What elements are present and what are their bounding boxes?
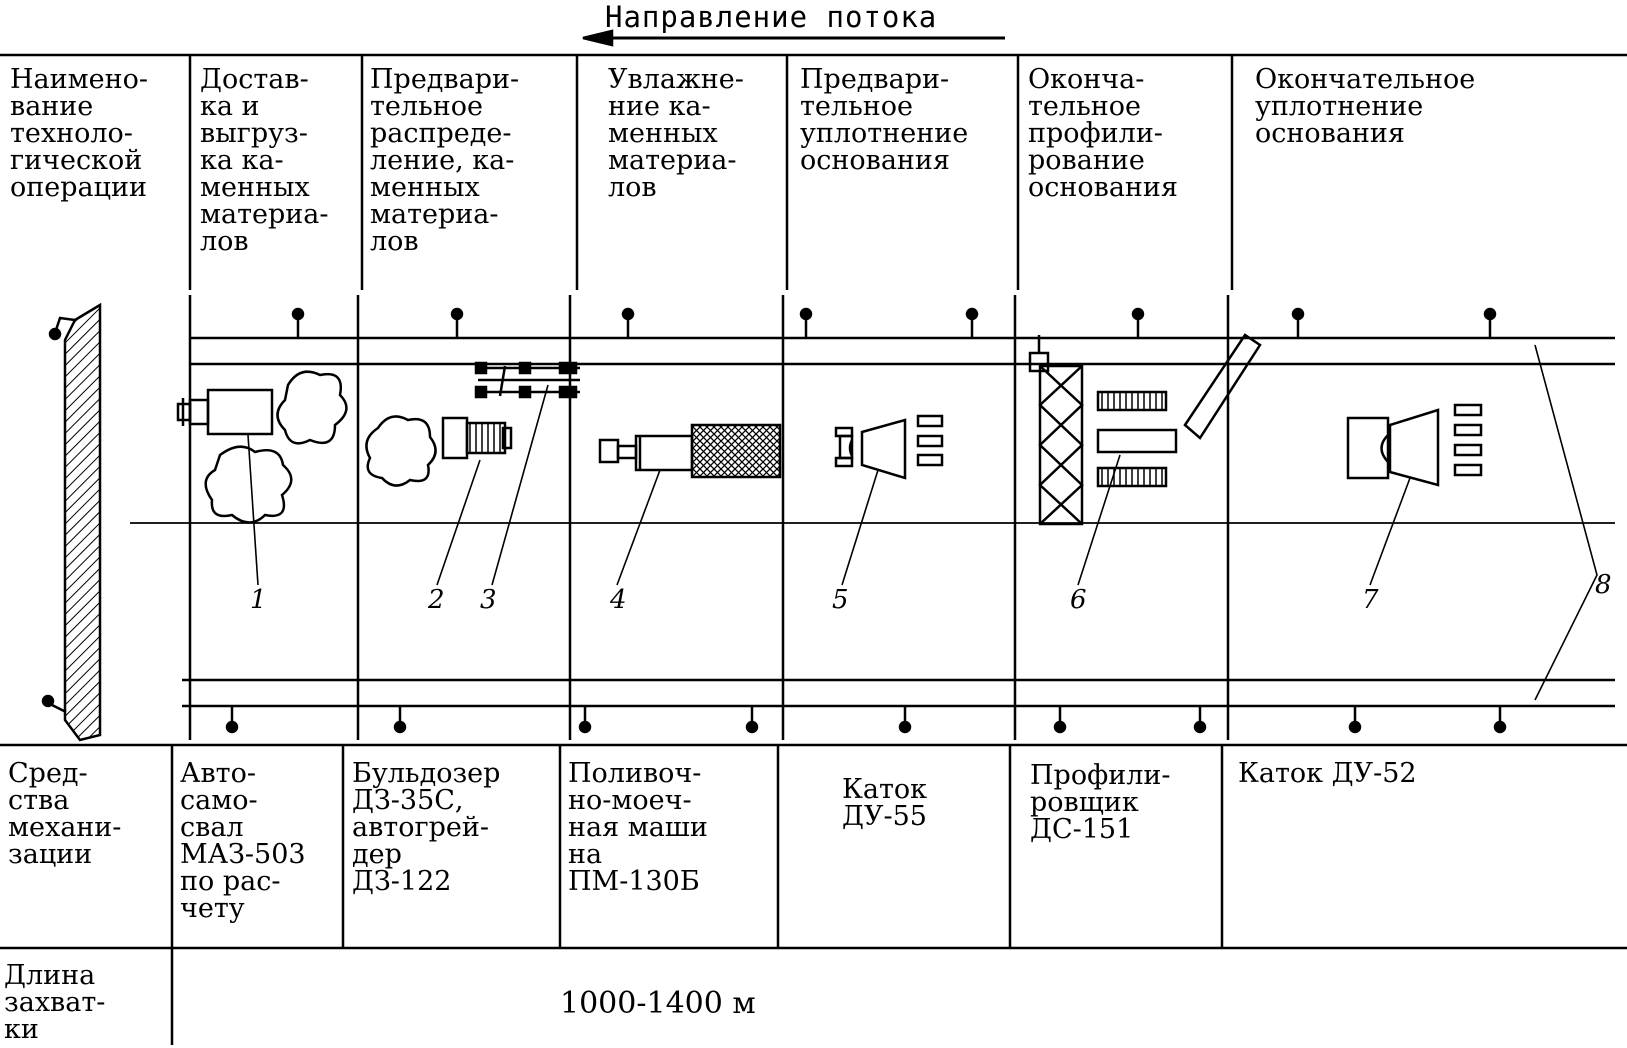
signposts-top xyxy=(291,307,1497,338)
signposts-bottom xyxy=(225,706,1507,734)
operation-final-compaction: Окончательное уплотнение основания xyxy=(1255,64,1476,149)
machinery-dump-truck: Авто- само- свал МАЗ-503 по рас- чету xyxy=(180,758,306,924)
roller-du55-icon xyxy=(834,414,944,480)
callout-5: 5 xyxy=(832,585,849,615)
operation-delivery: Достав- ка и выгруз- ка ка- менных матер… xyxy=(200,64,329,257)
operation-name-header: Наимено- вание техноло- гической операци… xyxy=(10,64,148,203)
callout-7: 7 xyxy=(1362,585,1379,615)
machinery-bulldozer-grader: Бульдозер ДЗ-35С, автогрей- дер ДЗ-122 xyxy=(352,758,501,897)
callout-8: 8 xyxy=(1595,570,1612,600)
flow-direction-label: Направление потока xyxy=(605,0,938,34)
callout-1: 1 xyxy=(250,585,267,615)
machinery-roller-du55: Каток ДУ-55 xyxy=(842,774,928,832)
callout-2: 2 xyxy=(428,585,445,615)
length-value: 1000-1400 м xyxy=(560,986,756,1021)
operation-final-profiling: Оконча- тельное профили- рование основан… xyxy=(1028,64,1178,203)
dump-truck-icon xyxy=(176,388,274,436)
profiler-ds151-icon xyxy=(1028,333,1262,526)
machinery-header: Сред- ства механи- зации xyxy=(8,758,122,870)
machinery-roller-du52: Каток ДУ-52 xyxy=(1238,758,1417,789)
length-header: Длина захват- ки xyxy=(4,960,106,1045)
callout-4: 4 xyxy=(610,585,627,615)
road-edges xyxy=(130,336,1615,708)
machinery-watering-machine: Поливоч- но-моеч- ная маши на ПМ-130Б xyxy=(568,758,708,897)
roller-du52-icon xyxy=(1346,403,1483,487)
stone-pile-icon xyxy=(204,370,437,524)
machinery-profiler: Профили- ровщик ДС-151 xyxy=(1030,760,1171,845)
motor-grader-icon xyxy=(474,361,580,399)
callout-3: 3 xyxy=(480,585,497,615)
callout-6: 6 xyxy=(1070,585,1087,615)
operation-moistening: Увлажне- ние ка- менных материа- лов xyxy=(608,64,744,203)
operation-distribution: Предвари- тельное распреде- ление, ка- м… xyxy=(370,64,520,257)
barrier-icon xyxy=(41,302,102,742)
bulldozer-icon xyxy=(441,416,513,460)
leader-lines xyxy=(247,344,1598,701)
operation-preliminary-compaction: Предвари- тельное уплотнение основания xyxy=(800,64,969,176)
flow-direction-arrow xyxy=(582,29,1005,47)
watering-machine-icon xyxy=(598,423,782,479)
